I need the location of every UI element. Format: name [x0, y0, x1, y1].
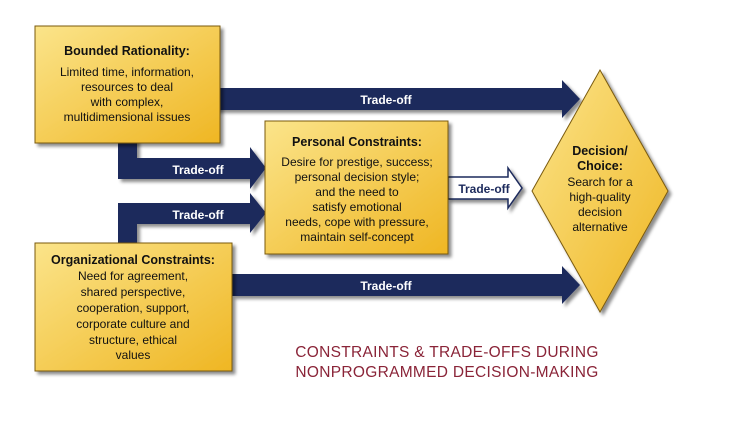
organizational-constraints-line-6: values: [116, 348, 151, 362]
caption-line-2: NONPROGRAMMED DECISION-MAKING: [295, 364, 598, 381]
diagram-caption: CONSTRAINTS & TRADE-OFFS DURING NONPROGR…: [295, 344, 599, 381]
decision-line-1: Search for a: [567, 175, 633, 189]
organizational-constraints-title: Organizational Constraints:: [51, 253, 215, 267]
decision-choice-diamond: Decision/ Choice: Search for a high-qual…: [531, 68, 669, 314]
arrow-org-to-personal: Trade-off: [118, 193, 266, 245]
personal-constraints-title: Personal Constraints:: [292, 135, 422, 149]
arrow-bounded-to-decision: Trade-off: [203, 80, 580, 118]
personal-constraints-line-3: and the need to: [315, 185, 399, 199]
bounded-rationality-line-3: with complex,: [90, 95, 164, 109]
personal-constraints-line-4: satisfy emotional: [312, 200, 401, 214]
bounded-rationality-line-2: resources to deal: [81, 80, 173, 94]
personal-constraints-line-1: Desire for prestige, success;: [281, 155, 432, 169]
arrow-bounded-to-personal-label: Trade-off: [172, 163, 224, 177]
decision-line-4: alternative: [572, 220, 628, 234]
decision-title-line-2: Choice:: [577, 159, 623, 173]
arrow-personal-to-decision: Trade-off: [447, 165, 523, 211]
arrow-org-to-decision-label: Trade-off: [360, 279, 412, 293]
caption-line-1: CONSTRAINTS & TRADE-OFFS DURING: [295, 344, 599, 361]
decision-title-line-1: Decision/: [572, 144, 628, 158]
arrow-personal-to-decision-label: Trade-off: [458, 182, 510, 196]
bounded-rationality-line-4: multidimensional issues: [64, 110, 191, 124]
organizational-constraints-line-5: structure, ethical: [89, 333, 177, 347]
bounded-rationality-box: Bounded Rationality: Limited time, infor…: [34, 25, 221, 144]
organizational-constraints-line-3: cooperation, support,: [77, 301, 190, 315]
personal-constraints-box: Personal Constraints: Desire for prestig…: [264, 120, 449, 255]
arrow-org-to-personal-label: Trade-off: [172, 208, 224, 222]
organizational-constraints-line-4: corporate culture and: [76, 317, 189, 331]
personal-constraints-line-5: needs, cope with pressure,: [285, 215, 428, 229]
organizational-constraints-line-2: shared perspective,: [81, 285, 186, 299]
bounded-rationality-title: Bounded Rationality:: [64, 44, 190, 58]
arrow-bounded-to-decision-label: Trade-off: [360, 93, 412, 107]
organizational-constraints-box: Organizational Constraints: Need for agr…: [34, 242, 233, 372]
decision-line-3: decision: [578, 205, 622, 219]
arrow-org-to-decision: Trade-off: [232, 266, 580, 304]
organizational-constraints-line-1: Need for agreement,: [78, 269, 188, 283]
arrow-bounded-to-personal: Trade-off: [118, 135, 266, 189]
personal-constraints-line-6: maintain self-concept: [300, 230, 414, 244]
bounded-rationality-line-1: Limited time, information,: [60, 65, 194, 79]
decision-line-2: high-quality: [569, 190, 630, 204]
personal-constraints-line-2: personal decision style;: [295, 170, 420, 184]
